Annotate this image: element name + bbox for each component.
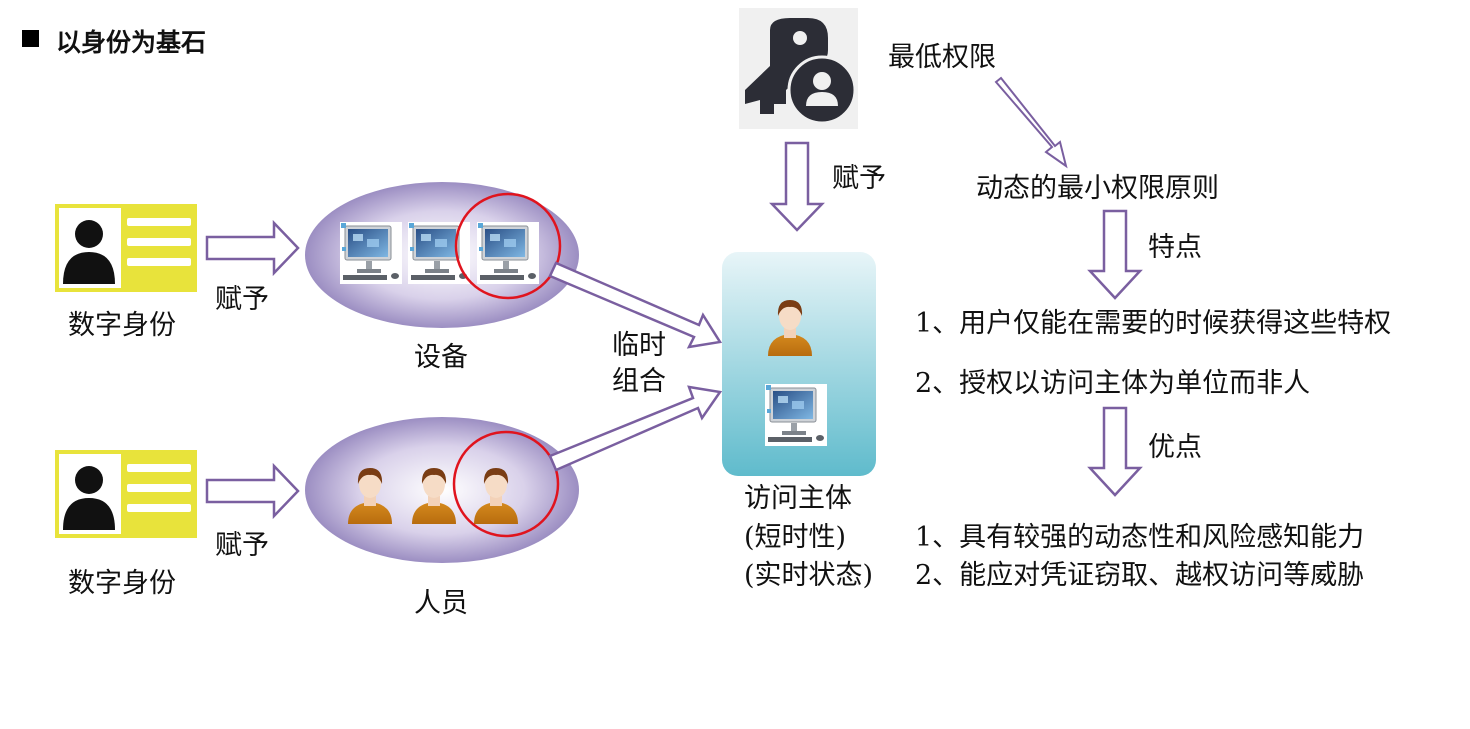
least-privilege-label: 最低权限 <box>888 42 996 73</box>
title-bullet <box>22 30 39 47</box>
highlight-circle-device <box>454 192 562 300</box>
feature-item-2: 2、授权以访问主体为单位而非人 <box>915 368 1311 399</box>
principle-label: 动态的最小权限原则 <box>976 173 1219 204</box>
people-label: 人员 <box>414 588 468 619</box>
key-user-icon <box>745 18 857 125</box>
grant-label-devices: 赋予 <box>215 284 269 315</box>
temp-combo-line1: 临时 <box>612 330 666 361</box>
computer-icon-1 <box>339 221 403 285</box>
computer-icon-3 <box>476 221 540 285</box>
id-card-label-devices: 数字身份 <box>68 310 176 341</box>
page-title: 以身份为基石 <box>56 28 207 57</box>
id-card-label-people: 数字身份 <box>68 568 176 599</box>
arrow-combine-person <box>548 385 723 472</box>
computer-icon-2 <box>407 221 471 285</box>
arrow-grant-devices <box>205 219 300 277</box>
arrow-least-to-principle <box>994 76 1068 169</box>
grant-label-people: 赋予 <box>215 530 269 561</box>
subject-line2: (短时性) <box>744 522 847 553</box>
subject-line3: (实时状态) <box>744 560 874 591</box>
highlight-circle-person <box>452 430 560 538</box>
advantage-item-2: 2、能应对凭证窃取、越权访问等威胁 <box>915 560 1365 591</box>
arrow-features <box>1087 209 1143 300</box>
feature-item-1: 1、用户仅能在需要的时候获得这些特权 <box>915 308 1392 339</box>
grant-label-top: 赋予 <box>832 163 886 194</box>
arrow-grant-people <box>205 462 300 520</box>
arrow-combine-device <box>548 261 723 349</box>
id-card-icon-people <box>55 450 197 538</box>
features-label: 特点 <box>1148 232 1202 263</box>
arrow-advantages <box>1087 406 1143 497</box>
advantage-item-1: 1、具有较强的动态性和风险感知能力 <box>915 522 1365 553</box>
subject-computer-icon <box>764 383 828 447</box>
devices-label: 设备 <box>414 342 468 373</box>
arrow-grant-privilege <box>769 141 825 232</box>
id-card-icon-devices <box>55 204 197 292</box>
temp-combo-line2: 组合 <box>612 366 666 397</box>
advantages-label: 优点 <box>1148 432 1202 463</box>
subject-title: 访问主体 <box>744 483 852 514</box>
access-subject-box <box>722 252 876 476</box>
